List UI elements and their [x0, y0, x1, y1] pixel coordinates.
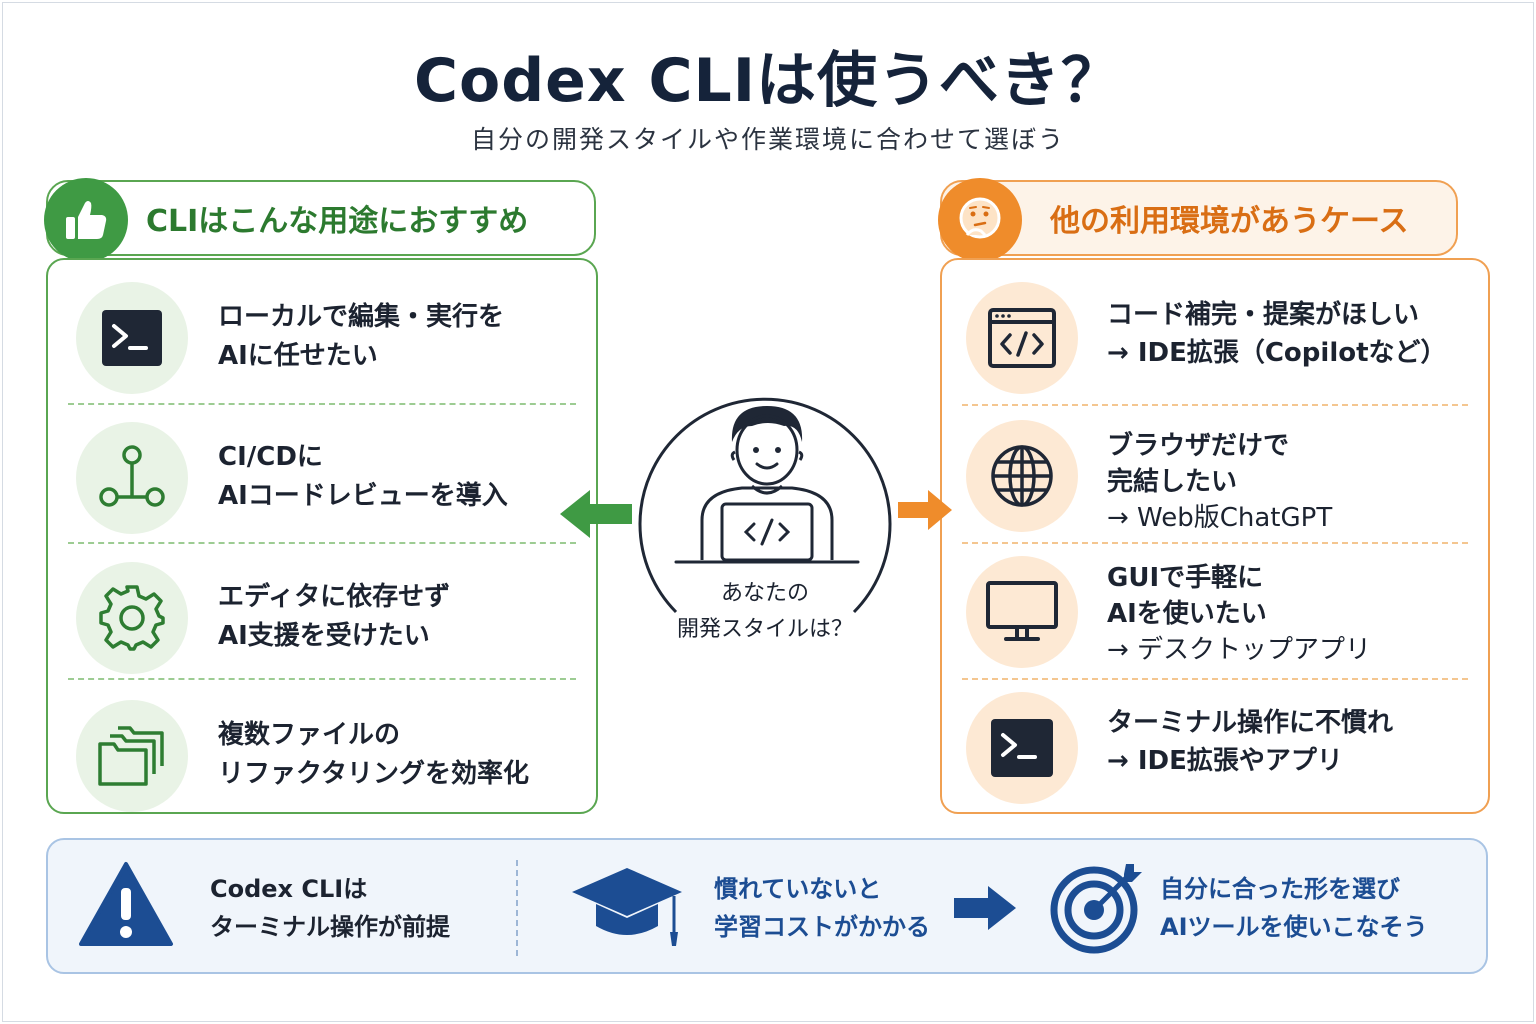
learning-line2: 学習コストがかかる	[714, 913, 930, 941]
right-item-terminal: ターミナル操作に不慣れ → IDE拡張やアプリ	[942, 678, 1488, 813]
right-item-3-line2: AIを使いたい	[1107, 599, 1267, 629]
terminal-icon	[966, 692, 1078, 804]
left-panel-header: CLIはこんな用途におすすめ	[44, 178, 596, 262]
developer-laptop-icon	[674, 406, 860, 564]
page-title: Codex CLIは使うべき？	[413, 46, 1123, 116]
left-item-editor: エディタに依存せず AI支援を受けたい	[48, 540, 596, 675]
divider	[962, 678, 1468, 680]
left-arrow-icon	[560, 490, 632, 538]
warning-line1: Codex CLIは	[210, 875, 368, 903]
left-item-3-line2: AI支援を受けたい	[218, 621, 430, 651]
right-item-3-line1: GUIで手軽に	[1107, 563, 1264, 593]
divider	[68, 542, 576, 544]
folders-icon	[76, 700, 188, 812]
left-item-1-line1: ローカルで編集・実行を	[218, 302, 505, 332]
learning-line1: 慣れていないと	[714, 875, 882, 903]
bottom-banner: Codex CLIは ターミナル操作が前提 慣れていないと 学習コストがかかる …	[46, 838, 1488, 974]
goal-text: 自分に合った形を選び AIツールを使いこなそう	[1160, 870, 1428, 946]
gear-icon	[76, 562, 188, 674]
right-item-desktop: GUIで手軽に AIを使いたい → デスクトップアプリ	[942, 542, 1488, 677]
monitor-icon	[966, 556, 1078, 668]
right-panel-title: 他の利用環境があうケース	[1050, 204, 1409, 239]
globe-icon	[966, 420, 1078, 532]
goal-line1: 自分に合った形を選び	[1160, 875, 1400, 903]
divider	[68, 678, 576, 680]
center-question: あなたの 開発スタイルは？	[640, 576, 890, 648]
left-item-4-line1: 複数ファイルの	[218, 720, 401, 750]
right-item-2-line1: ブラウザだけで	[1107, 431, 1290, 461]
right-panel-header: 他の利用環境があうケース	[938, 178, 1458, 262]
warning-icon	[79, 862, 173, 946]
banner-divider	[516, 860, 518, 956]
target-icon	[1050, 864, 1142, 954]
left-panel-title: CLIはこんな用途におすすめ	[146, 204, 529, 239]
left-item-cicd: CI/CDに AIコードレビューを導入	[48, 400, 596, 535]
terminal-icon	[76, 282, 188, 394]
git-branch-icon	[76, 422, 188, 534]
divider	[68, 403, 576, 405]
right-item-1-line2: → IDE拡張（Copilotなど）	[1107, 338, 1447, 368]
page-subtitle: 自分の開発スタイルや作業環境に合わせて選ぼう	[470, 125, 1065, 154]
left-panel: ローカルで編集・実行を AIに任せたい CI/CDに AIコードレビューを導入	[46, 258, 598, 814]
right-item-2-line2: 完結したい	[1107, 467, 1238, 497]
graduation-cap-icon	[572, 868, 682, 946]
divider	[962, 542, 1468, 544]
right-item-4-line1: ターミナル操作に不慣れ	[1107, 708, 1394, 738]
divider	[962, 404, 1468, 406]
right-arrow-icon	[898, 490, 952, 530]
left-item-local: ローカルで編集・実行を AIに任せたい	[48, 260, 596, 395]
goal-line2: AIツールを使いこなそう	[1160, 913, 1428, 941]
left-item-2-line1: CI/CDに	[218, 442, 323, 472]
thumbs-up-icon	[44, 178, 128, 262]
warning-text: Codex CLIは ターミナル操作が前提	[210, 870, 450, 946]
code-window-icon	[966, 282, 1078, 394]
right-item-completion: コード補完・提案がほしい → IDE拡張（Copilotなど）	[942, 260, 1488, 395]
right-item-2-line3: → Web版ChatGPT	[1107, 503, 1333, 533]
warning-line2: ターミナル操作が前提	[210, 913, 450, 941]
center-line1: あなたの	[720, 581, 809, 606]
left-item-2-line2: AIコードレビューを導入	[218, 481, 508, 511]
left-item-refactor: 複数ファイルの リファクタリングを効率化	[48, 678, 596, 813]
right-item-browser: ブラウザだけで 完結したい → Web版ChatGPT	[942, 406, 1488, 541]
left-item-3-line1: エディタに依存せず	[218, 582, 451, 612]
right-item-4-line2: → IDE拡張やアプリ	[1107, 746, 1343, 776]
right-item-3-line3: → デスクトップアプリ	[1107, 635, 1372, 665]
center-line2: 開発スタイルは？	[676, 617, 853, 642]
left-item-1-line2: AIに任せたい	[218, 341, 378, 371]
arrow-right-icon	[954, 886, 1016, 930]
center-arc	[638, 397, 892, 614]
right-item-1-line1: コード補完・提案がほしい	[1107, 300, 1420, 330]
learning-text: 慣れていないと 学習コストがかかる	[714, 870, 930, 946]
right-panel: コード補完・提案がほしい → IDE拡張（Copilotなど） ブラウザだけで …	[940, 258, 1490, 814]
thinking-face-icon	[938, 178, 1022, 262]
left-item-4-line2: リファクタリングを効率化	[218, 759, 529, 789]
